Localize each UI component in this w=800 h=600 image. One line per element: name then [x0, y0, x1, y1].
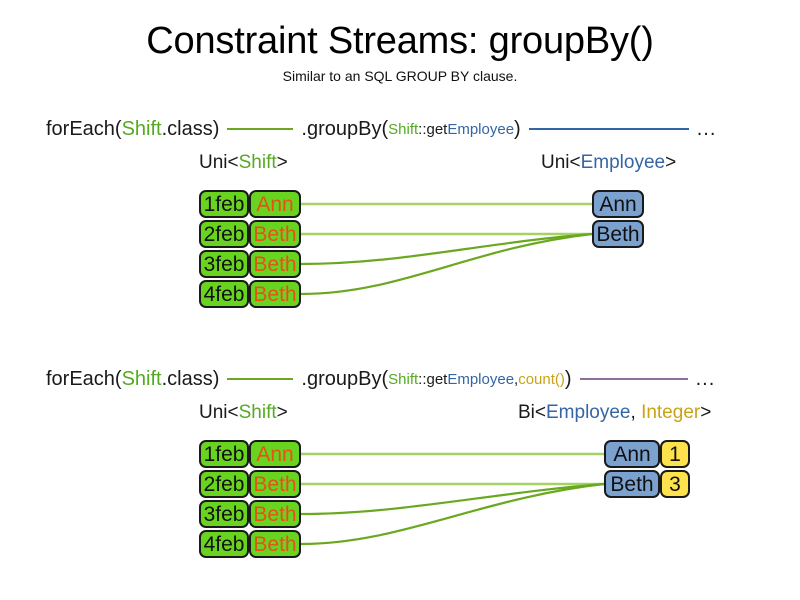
- mapper-property: Employee: [447, 370, 515, 388]
- shift-employee-node[interactable]: Beth: [249, 220, 301, 248]
- connector-rule-green: [227, 378, 294, 380]
- group-by-prefix: .groupBy(: [301, 367, 389, 390]
- shift-date-label: 2feb: [203, 472, 245, 496]
- employee-label: Beth: [596, 222, 640, 246]
- count-node[interactable]: 1: [660, 440, 690, 468]
- page-title: Constraint Streams: groupBy(): [146, 20, 654, 62]
- type-generic-2: Integer: [641, 402, 701, 423]
- shift-date-label: 2feb: [203, 222, 245, 246]
- code-line-groupby-count: forEach(Shift.class) .groupBy(Shift::get…: [46, 364, 715, 394]
- type-comma: ,: [630, 402, 642, 423]
- shift-date-node[interactable]: 1feb: [199, 440, 249, 468]
- left-type-label-uni-shift: Uni<Shift>: [199, 152, 288, 174]
- shift-employee-node[interactable]: Ann: [249, 190, 301, 218]
- left-type-label-uni-shift: Uni<Shift>: [199, 402, 288, 424]
- shift-employee-label: Beth: [253, 472, 297, 496]
- shift-employee-node[interactable]: Beth: [249, 500, 301, 528]
- collector-count: count(): [518, 370, 565, 388]
- employee-label: Ann: [599, 192, 637, 216]
- shift-employee-label: Ann: [256, 442, 294, 466]
- shift-date-node[interactable]: 1feb: [199, 190, 249, 218]
- employee-label: Beth: [610, 472, 654, 496]
- trailing-ellipsis: ...: [696, 117, 717, 140]
- for-each-suffix: .class): [161, 367, 220, 390]
- mapper-separator: ::get: [418, 370, 448, 388]
- for-each-prefix: forEach(: [46, 367, 122, 390]
- group-by-suffix: ): [514, 117, 521, 140]
- mapper-comma: ,: [514, 370, 519, 388]
- type-generic: Shift: [238, 152, 277, 173]
- shift-employee-label: Beth: [253, 502, 297, 526]
- type-generic: Shift: [238, 402, 277, 423]
- connector-rule-blue: [528, 128, 689, 130]
- mapper-class: Shift: [388, 370, 419, 388]
- shift-date-label: 4feb: [203, 532, 245, 556]
- for-each-suffix: .class): [161, 117, 220, 140]
- type-prefix: Bi<: [518, 402, 546, 423]
- shift-employee-label: Beth: [253, 532, 297, 556]
- shift-date-node[interactable]: 3feb: [199, 250, 249, 278]
- code-line-groupby: forEach(Shift.class) .groupBy(Shift::get…: [46, 114, 716, 144]
- right-type-label-bi-employee-integer: Bi<Employee, Integer>: [518, 402, 711, 424]
- shift-date-label: 4feb: [203, 282, 245, 306]
- shift-date-label: 3feb: [203, 252, 245, 276]
- shift-date-label: 1feb: [203, 192, 245, 216]
- type-prefix: Uni<: [199, 152, 239, 173]
- type-suffix: >: [276, 402, 288, 423]
- type-suffix: >: [276, 152, 288, 173]
- mapper-separator: ::get: [418, 120, 448, 138]
- page-subtitle: Similar to an SQL GROUP BY clause.: [282, 68, 518, 84]
- mapper-class: Shift: [388, 120, 419, 138]
- right-type-label-uni-employee: Uni<Employee>: [541, 152, 676, 174]
- type-prefix: Uni<: [541, 152, 581, 173]
- type-generic: Employee: [580, 152, 666, 173]
- shift-date-label: 1feb: [203, 442, 245, 466]
- shift-employee-node[interactable]: Ann: [249, 440, 301, 468]
- count-label: 3: [669, 472, 681, 496]
- shift-employee-node[interactable]: Beth: [249, 530, 301, 558]
- type-prefix: Uni<: [199, 402, 239, 423]
- shift-date-node[interactable]: 2feb: [199, 220, 249, 248]
- employee-node[interactable]: Beth: [604, 470, 660, 498]
- shift-employee-label: Ann: [256, 192, 294, 216]
- mapper-property: Employee: [447, 120, 515, 138]
- for-each-class: Shift: [121, 367, 162, 390]
- employee-label: Ann: [613, 442, 651, 466]
- trailing-ellipsis: ...: [695, 367, 716, 390]
- for-each-prefix: forEach(: [46, 117, 122, 140]
- shift-employee-node[interactable]: Beth: [249, 250, 301, 278]
- shift-employee-label: Beth: [253, 222, 297, 246]
- shift-employee-label: Beth: [253, 282, 297, 306]
- shift-employee-node[interactable]: Beth: [249, 280, 301, 308]
- employee-node[interactable]: Ann: [592, 190, 644, 218]
- for-each-class: Shift: [121, 117, 162, 140]
- shift-date-label: 3feb: [203, 502, 245, 526]
- employee-node[interactable]: Beth: [592, 220, 644, 248]
- group-by-prefix: .groupBy(: [301, 117, 389, 140]
- connector-rule-green: [227, 128, 294, 130]
- shift-employee-label: Beth: [253, 252, 297, 276]
- shift-date-node[interactable]: 2feb: [199, 470, 249, 498]
- type-suffix: >: [700, 402, 712, 423]
- shift-date-node[interactable]: 4feb: [199, 280, 249, 308]
- count-node[interactable]: 3: [660, 470, 690, 498]
- type-suffix: >: [665, 152, 677, 173]
- count-label: 1: [669, 442, 681, 466]
- connector-rule-purple: [579, 378, 688, 380]
- type-generic: Employee: [546, 402, 631, 423]
- shift-employee-node[interactable]: Beth: [249, 470, 301, 498]
- group-by-suffix: ): [564, 367, 572, 390]
- shift-date-node[interactable]: 3feb: [199, 500, 249, 528]
- shift-date-node[interactable]: 4feb: [199, 530, 249, 558]
- employee-node[interactable]: Ann: [604, 440, 660, 468]
